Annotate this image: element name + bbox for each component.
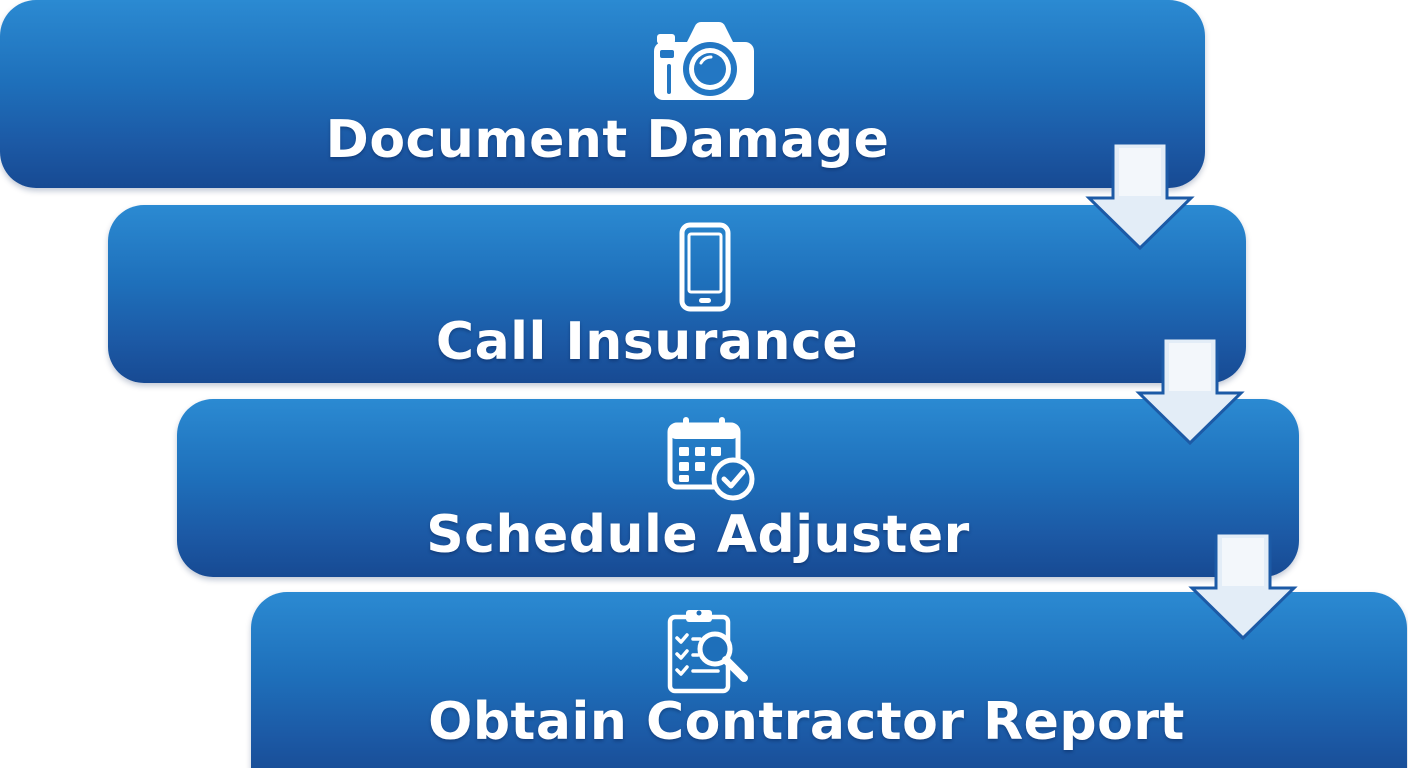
step-label: Schedule Adjuster: [426, 505, 970, 565]
step-obtain-contractor-report: Obtain Contractor Report: [251, 592, 1407, 768]
step-label: Document Damage: [325, 110, 890, 170]
step-document-damage: Document Damage: [0, 0, 1205, 188]
calendar-check-icon: [667, 417, 755, 501]
down-arrow-icon: [1188, 531, 1298, 641]
step-schedule-adjuster: Schedule Adjuster: [177, 399, 1299, 577]
step-call-insurance: Call Insurance: [108, 205, 1246, 383]
phone-icon: [679, 222, 731, 312]
down-arrow-icon: [1085, 141, 1195, 251]
clipboard-search-icon: [667, 610, 748, 694]
down-arrow-icon: [1135, 336, 1245, 446]
camera-icon: [654, 22, 754, 100]
step-label: Call Insurance: [435, 312, 859, 372]
step-label: Obtain Contractor Report: [428, 692, 1185, 752]
